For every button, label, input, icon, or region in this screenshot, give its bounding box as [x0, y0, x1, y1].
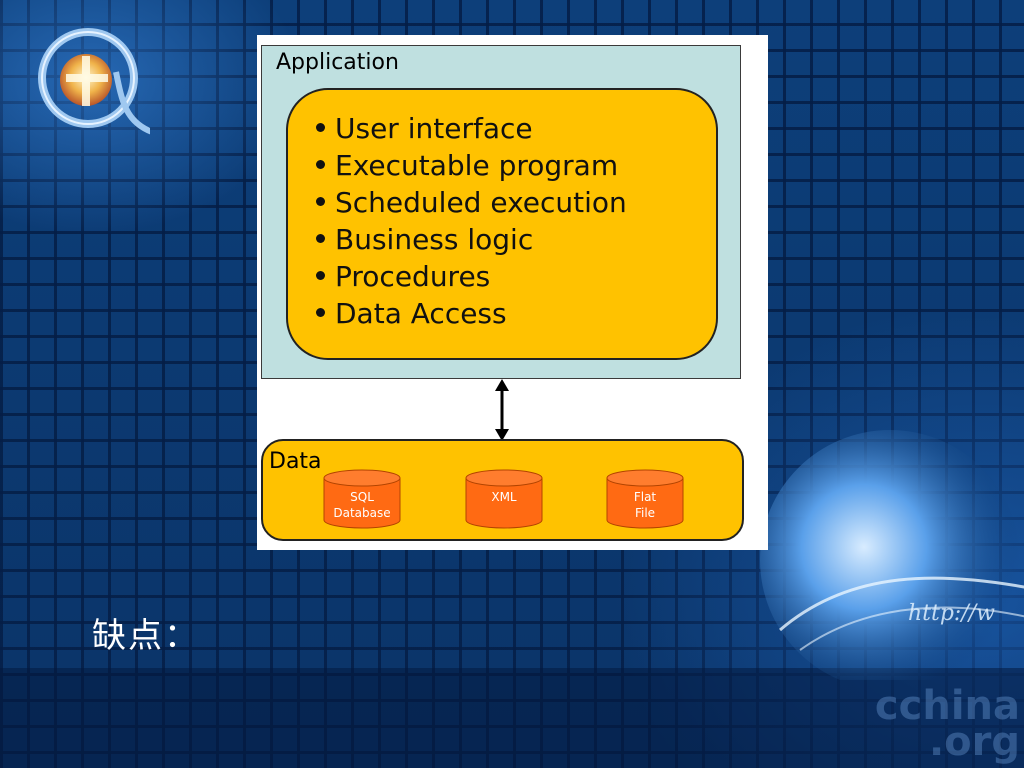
- data-box: Data SQL Database XML: [261, 439, 744, 541]
- flat-file-cylinder: Flat File: [606, 469, 684, 529]
- application-box: Application User interface Executable pr…: [261, 45, 741, 379]
- watermark: cchina .org: [874, 683, 1020, 765]
- slide-caption: 缺点：: [92, 616, 200, 656]
- store-label: Flat File: [606, 489, 684, 521]
- data-title: Data: [269, 449, 322, 474]
- application-components: User interface Executable program Schedu…: [286, 88, 718, 360]
- bullet-icon: [316, 122, 325, 132]
- database-cylinder-icon: [465, 469, 543, 529]
- item-label: User interface: [335, 112, 533, 145]
- store-label-line: Flat: [633, 490, 657, 504]
- item-label: Procedures: [335, 260, 491, 293]
- item-label: Executable program: [335, 149, 619, 182]
- item-label: Data Access: [335, 297, 507, 330]
- database-cylinder-icon: [606, 469, 684, 529]
- svg-text:http://w: http://w: [908, 601, 995, 626]
- store-label: SQL Database: [323, 489, 401, 521]
- store-label-line: File: [634, 506, 656, 520]
- list-item: Business logic: [316, 221, 627, 258]
- list-item: Procedures: [316, 258, 627, 295]
- bullet-icon: [316, 307, 325, 317]
- store-label-line: SQL: [350, 490, 374, 504]
- bullet-icon: [316, 159, 325, 169]
- sql-database-cylinder: SQL Database: [323, 469, 401, 529]
- application-title: Application: [276, 50, 399, 75]
- bullet-icon: [316, 270, 325, 280]
- bullet-icon: [316, 196, 325, 206]
- item-label: Scheduled execution: [335, 186, 627, 219]
- database-cylinder-icon: [323, 469, 401, 529]
- list-item: Scheduled execution: [316, 184, 627, 221]
- list-item: User interface: [316, 110, 627, 147]
- globe-http-icon: http://w: [760, 430, 1024, 680]
- list-item: Data Access: [316, 295, 627, 332]
- component-list: User interface Executable program Schedu…: [316, 110, 627, 332]
- item-label: Business logic: [335, 223, 534, 256]
- bidirectional-arrow-icon: [495, 379, 509, 441]
- store-label-line: Database: [333, 506, 391, 520]
- bullet-icon: [316, 233, 325, 243]
- store-label-line: XML: [491, 490, 517, 504]
- store-label: XML: [465, 489, 543, 505]
- architecture-diagram: Application User interface Executable pr…: [257, 35, 768, 550]
- list-item: Executable program: [316, 147, 627, 184]
- at-sign-logo-icon: [38, 28, 150, 135]
- bottom-band: [0, 668, 1024, 768]
- xml-cylinder: XML: [465, 469, 543, 529]
